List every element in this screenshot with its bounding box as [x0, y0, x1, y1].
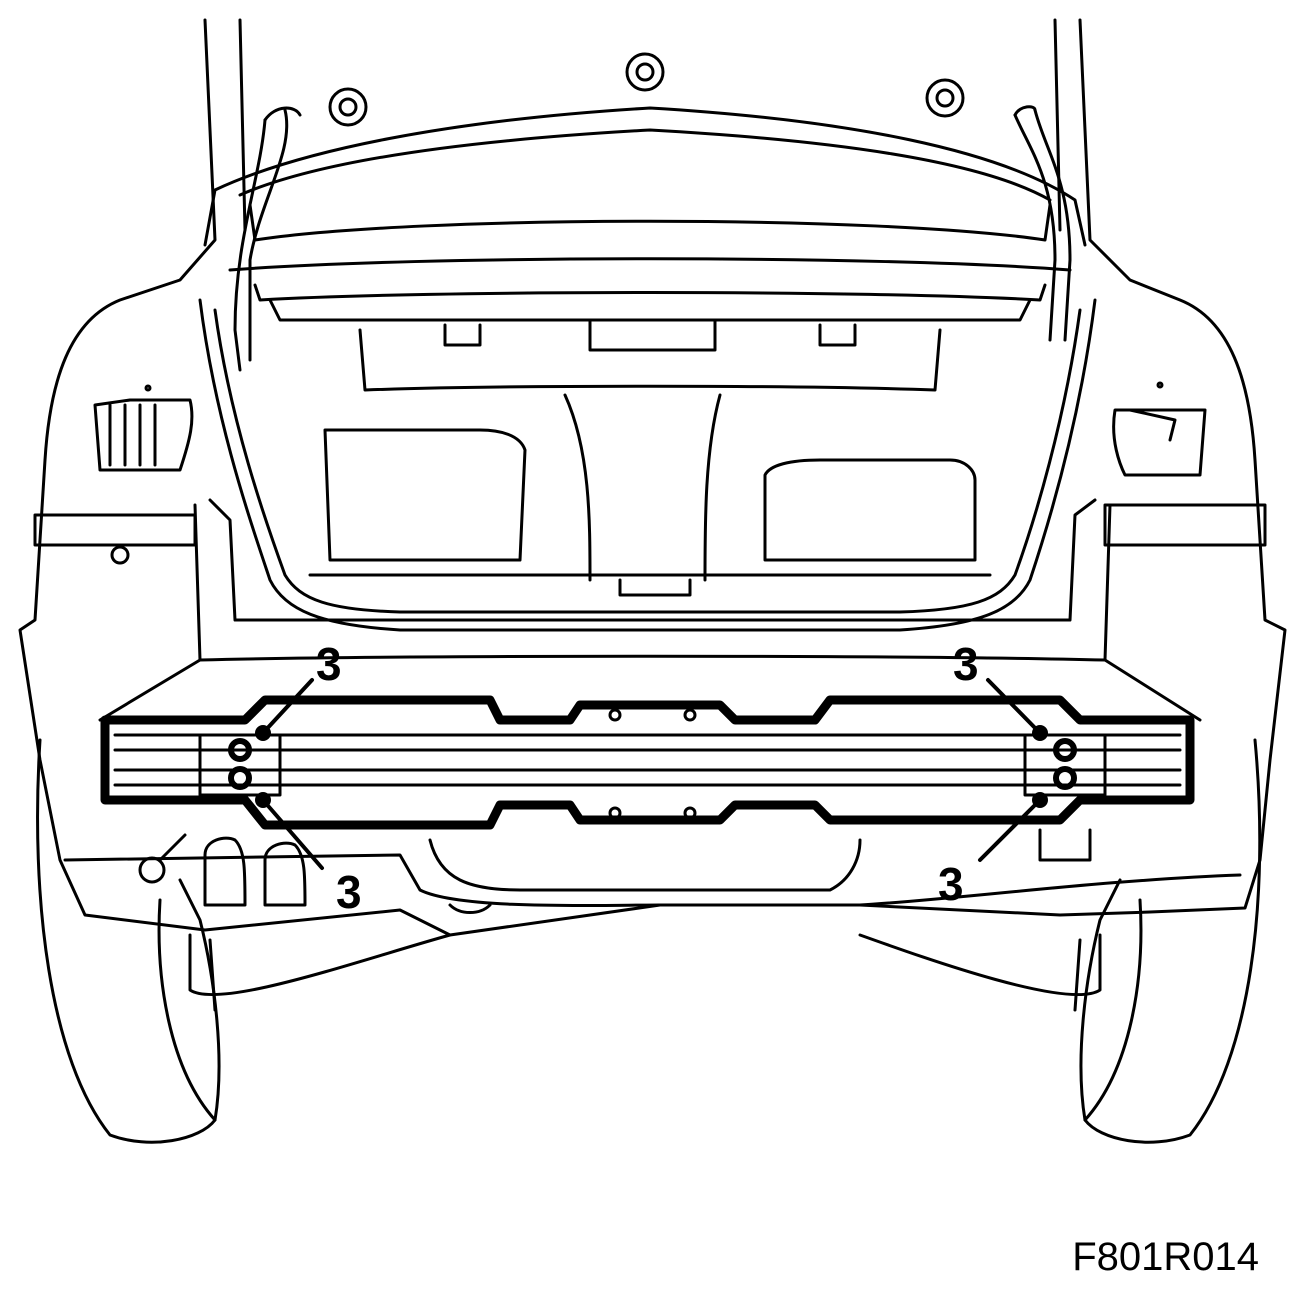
callout-label-bottom-right: 3 [938, 858, 964, 910]
trunk-opening [198, 298, 1097, 632]
bumper-bolts [228, 738, 1077, 790]
callout-label-bottom-left: 3 [336, 866, 362, 918]
callout-leaders [261, 678, 1042, 870]
callout-label-top-left: 3 [316, 638, 342, 690]
trunk-lid [203, 106, 1087, 322]
underbody [63, 828, 1242, 1012]
callout-labels: 3 3 3 3 [316, 638, 979, 918]
trunk-hinges [233, 105, 1072, 372]
left-side-panel [33, 384, 197, 565]
right-side-panel [1103, 381, 1267, 547]
trunk-lid-holes [328, 52, 965, 127]
callout-leader-dots [255, 725, 1048, 808]
bumper-reinforcement [100, 695, 1195, 830]
callout-label-top-right: 3 [953, 638, 979, 690]
rear-panel [98, 498, 1202, 722]
right-rear-tire [1079, 738, 1262, 1144]
figure-id: F801R014 [1072, 1235, 1259, 1279]
left-rear-tire [36, 738, 221, 1144]
